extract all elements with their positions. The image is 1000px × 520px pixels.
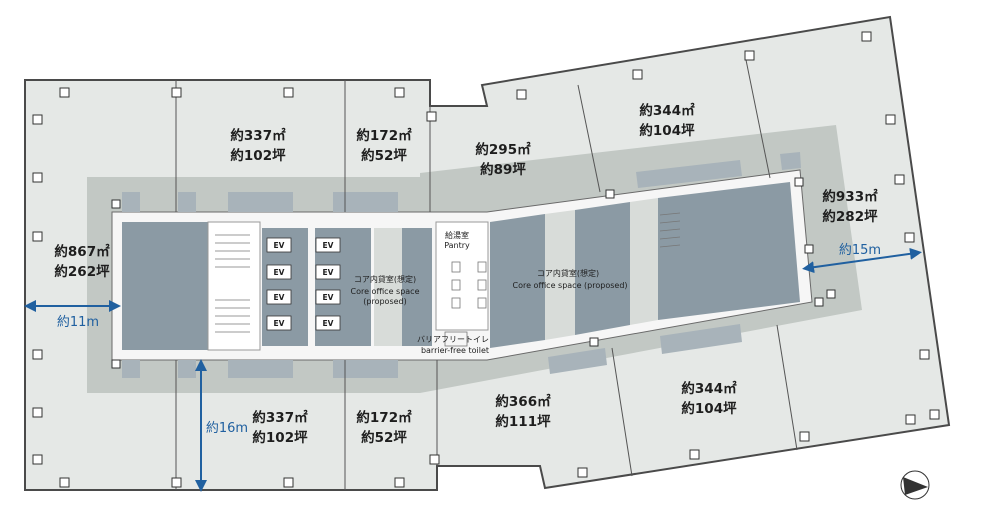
east-dimension: 約15m <box>839 243 881 258</box>
ev-label: EV <box>274 293 285 302</box>
area-nw-tsubo: 約102坪 <box>230 147 286 164</box>
stairs <box>215 212 681 333</box>
area-east-sqm: 約933㎡ <box>822 188 878 205</box>
area-sw-sqm: 約337㎡ <box>252 409 308 426</box>
area-smid-tsubo: 約52坪 <box>361 429 407 446</box>
area-ncenter-tsubo: 約89坪 <box>480 161 526 178</box>
core-west-label-en: Core office space <box>350 287 419 296</box>
area-ne-sqm: 約344㎡ <box>639 102 695 119</box>
pantry-label-jp: 給湯室 <box>445 230 469 240</box>
ev-label: EV <box>323 319 334 328</box>
area-scenter-sqm: 約366㎡ <box>495 393 551 410</box>
dimension-lines <box>24 247 922 492</box>
elevators: EV EV EV EV EV EV EV EV <box>266 237 341 331</box>
area-west-sqm: 約867㎡ <box>54 243 110 260</box>
area-ncenter-sqm: 約295㎡ <box>475 141 531 158</box>
area-nw-sqm: 約337㎡ <box>230 127 286 144</box>
toilet-fixtures <box>444 261 487 347</box>
ev-label: EV <box>274 319 285 328</box>
core-east-label-en: Core office space (proposed) <box>512 281 627 290</box>
partitions <box>175 54 798 490</box>
ev-label: EV <box>274 241 285 250</box>
area-east-tsubo: 約282坪 <box>822 208 878 225</box>
core-west-label-jp: コア内貸室(想定) <box>354 274 416 284</box>
area-ne-tsubo: 約104坪 <box>639 122 695 139</box>
core-west-label-en2: (proposed) <box>363 297 406 306</box>
ev-label: EV <box>323 241 334 250</box>
core-east-label-jp: コア内貸室(想定) <box>537 268 599 278</box>
area-sw-tsubo: 約102坪 <box>252 429 308 446</box>
ev-label: EV <box>274 268 285 277</box>
columns <box>32 31 940 488</box>
west-dimension: 約11m <box>57 315 99 330</box>
area-nmid-tsubo: 約52坪 <box>361 147 407 164</box>
pantry-label-en: Pantry <box>444 241 470 250</box>
area-scenter-tsubo: 約111坪 <box>495 413 551 430</box>
area-smid-sqm: 約172㎡ <box>356 409 412 426</box>
area-west-tsubo: 約262坪 <box>54 263 110 280</box>
toilet-label-jp: バリアフリートイレ <box>417 335 489 344</box>
area-se-sqm: 約344㎡ <box>681 380 737 397</box>
ev-label: EV <box>323 268 334 277</box>
ev-label: EV <box>323 293 334 302</box>
area-nmid-sqm: 約172㎡ <box>356 127 412 144</box>
north-arrow-icon <box>900 470 930 500</box>
south-dimension: 約16m <box>206 421 248 436</box>
band-blocks <box>122 152 801 378</box>
toilet-label-en: barrier-free toilet <box>421 346 489 355</box>
area-se-tsubo: 約104坪 <box>681 400 737 417</box>
